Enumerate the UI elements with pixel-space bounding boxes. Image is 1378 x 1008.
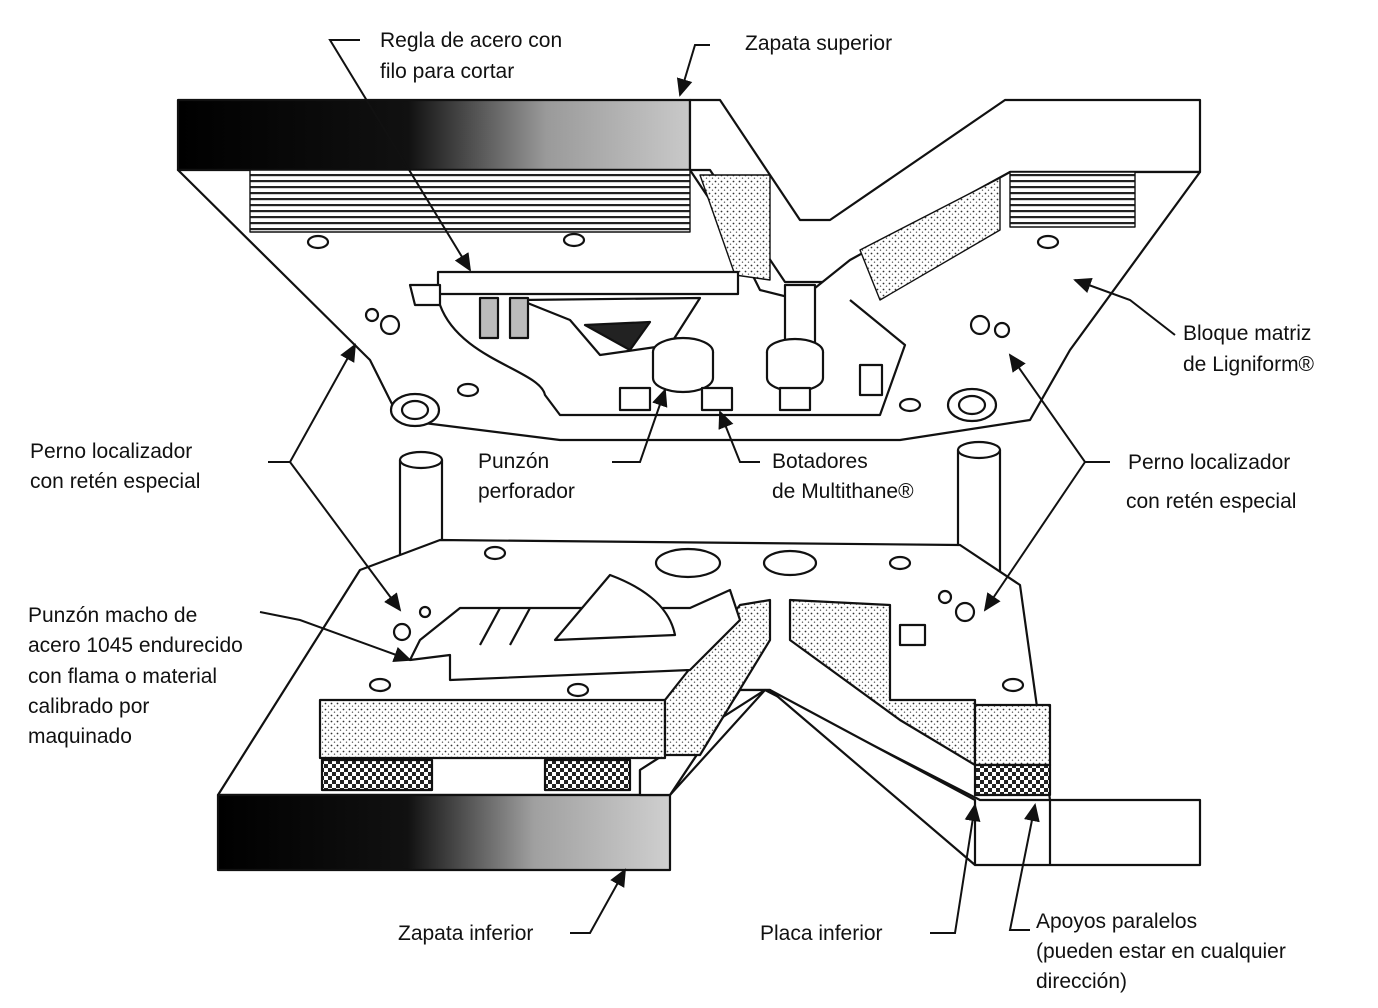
label-apoyos-3: dirección): [1036, 970, 1127, 993]
label-perno-der-2: con retén especial: [1126, 490, 1296, 513]
label-bloque-1: Bloque matriz: [1183, 322, 1311, 345]
label-punzon-macho-4: calibrado por: [28, 695, 149, 718]
steel-rule: [436, 270, 740, 296]
upper-shoe-front: [176, 98, 692, 172]
label-punzon-macho-5: maquinado: [28, 725, 132, 748]
label-regla-1: Regla de acero con: [380, 29, 562, 52]
parallel-2: [543, 758, 632, 792]
label-regla-2: filo para cortar: [380, 60, 514, 83]
leader-lines: [259, 39, 1176, 934]
labels: Regla de acero con filo para cortar Zapa…: [28, 29, 1315, 993]
lower-die: [216, 440, 1202, 872]
parallel-3: [973, 763, 1052, 797]
label-punzon-macho-3: con flama o material: [28, 665, 217, 688]
label-apoyos-1: Apoyos paralelos: [1036, 910, 1197, 933]
label-placa-inferior: Placa inferior: [760, 922, 883, 945]
label-botadores-2: de Multithane®: [772, 480, 914, 503]
label-apoyos-2: (pueden estar en cualquier: [1036, 940, 1286, 963]
label-zapata-superior: Zapata superior: [745, 32, 892, 55]
parallel-1: [320, 758, 434, 792]
label-bloque-2: de Ligniform®: [1183, 353, 1315, 376]
lower-shoe-front: [216, 793, 672, 872]
label-punzon-macho-1: Punzón macho de: [28, 604, 197, 627]
label-perno-izq-1: Perno localizador: [30, 440, 192, 463]
label-botadores-1: Botadores: [772, 450, 868, 473]
label-perno-izq-2: con retén especial: [30, 470, 200, 493]
lower-plate-front: [318, 698, 667, 760]
label-punzon-macho-2: acero 1045 endurecido: [28, 634, 243, 657]
label-zapata-inferior: Zapata inferior: [398, 922, 533, 945]
label-perno-der-1: Perno localizador: [1128, 451, 1290, 474]
upper-die: [176, 98, 1202, 442]
label-punzon-perforador-1: Punzón: [478, 450, 549, 473]
label-punzon-perforador-2: perforador: [478, 480, 575, 503]
